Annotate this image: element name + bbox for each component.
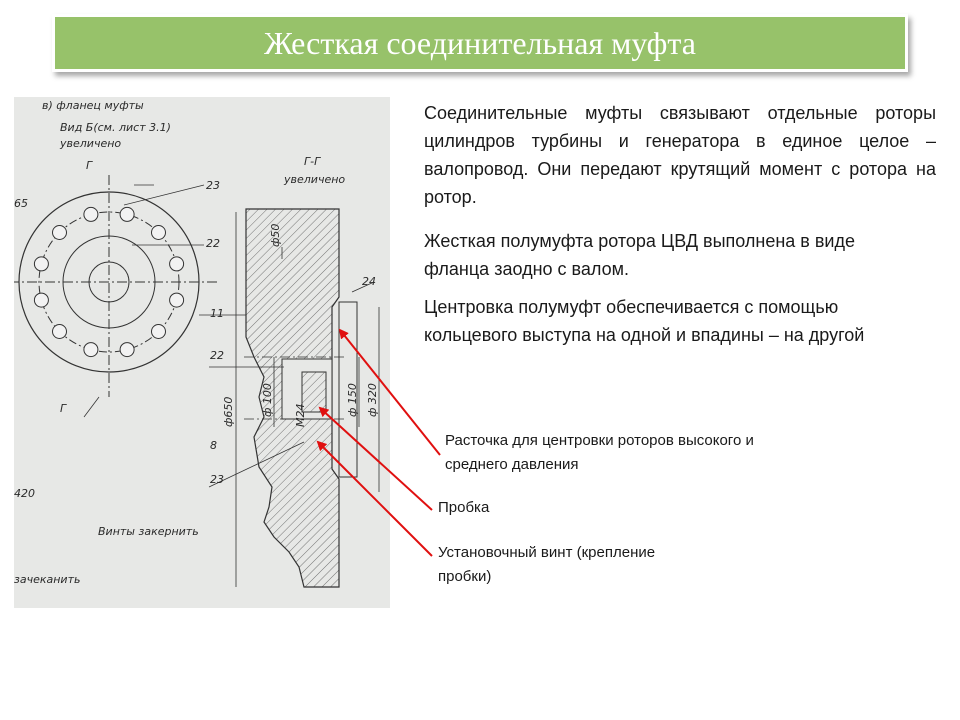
label-section-title: Г-Г <box>304 155 321 168</box>
bolt-holes <box>33 206 185 358</box>
title-bar: Жесткая соединительная муфта <box>52 14 908 72</box>
label-note-screws: Винты закернить <box>98 525 199 538</box>
bolt-hole <box>33 292 49 308</box>
label-ref-23b: 23 <box>210 473 224 486</box>
drawing-svg: в) фланец муфты Вид Б(см. лист 3.1) увел… <box>14 99 380 588</box>
label-view-title: в) фланец муфты <box>42 99 144 112</box>
label-ref-11: 11 <box>210 307 224 320</box>
callout-set-screw: Установочный винт (крепление пробки) <box>438 544 656 585</box>
bolt-hole <box>33 256 49 272</box>
intro-paragraph: Соединительные муфты связывают отдельные… <box>424 103 936 207</box>
technical-drawing: в) фланец муфты Вид Б(см. лист 3.1) увел… <box>14 97 390 608</box>
callout-plug: Пробка <box>438 499 490 516</box>
slide-title: Жесткая соединительная муфта <box>264 25 696 61</box>
bolt-hole <box>169 256 185 272</box>
label-dim-100: ф 100 <box>261 383 274 417</box>
half-coupling-paragraph: Жесткая полумуфта ротора ЦВД выполнена в… <box>424 231 855 279</box>
flange-front-view <box>14 175 219 397</box>
label-section-mark: Г <box>86 159 93 172</box>
callout-centering-bore: Расточка для центровки роторов высокого … <box>445 432 754 473</box>
label-dim-320: ф 320 <box>366 383 379 417</box>
label-dim-65: 65 <box>14 197 28 210</box>
label-dim-420: 420 <box>14 487 35 500</box>
centering-paragraph: Центровка полумуфт обеспечивается с помо… <box>424 297 865 345</box>
label-ref-23a: 23 <box>206 179 220 192</box>
bolt-hole <box>83 342 99 358</box>
label-ref-8: 8 <box>210 439 217 452</box>
label-dim-50: ф50 <box>269 224 282 247</box>
label-dim-650: ф650 <box>222 397 235 427</box>
label-section-mark-lower: Г <box>60 402 67 415</box>
bolt-hole <box>169 292 185 308</box>
label-thread: M24 <box>294 404 307 428</box>
label-note-peen: зачеканить <box>14 573 80 586</box>
bolt-hole <box>119 342 135 358</box>
label-section-scale: увеличено <box>283 173 345 186</box>
bolt-hole <box>52 225 67 240</box>
bolt-hole <box>52 324 67 339</box>
bolt-hole <box>151 324 166 339</box>
bolt-hole <box>119 206 135 222</box>
bolt-hole <box>151 225 166 240</box>
label-view-scale: увеличено <box>59 137 121 150</box>
bolt-hole <box>83 206 99 222</box>
label-ref-24: 24 <box>362 275 376 288</box>
label-ref-22a: 22 <box>206 237 220 250</box>
label-dim-150: ф 150 <box>346 383 359 417</box>
label-ref-22b: 22 <box>210 349 224 362</box>
label-view-ref: Вид Б(см. лист 3.1) <box>60 121 171 134</box>
